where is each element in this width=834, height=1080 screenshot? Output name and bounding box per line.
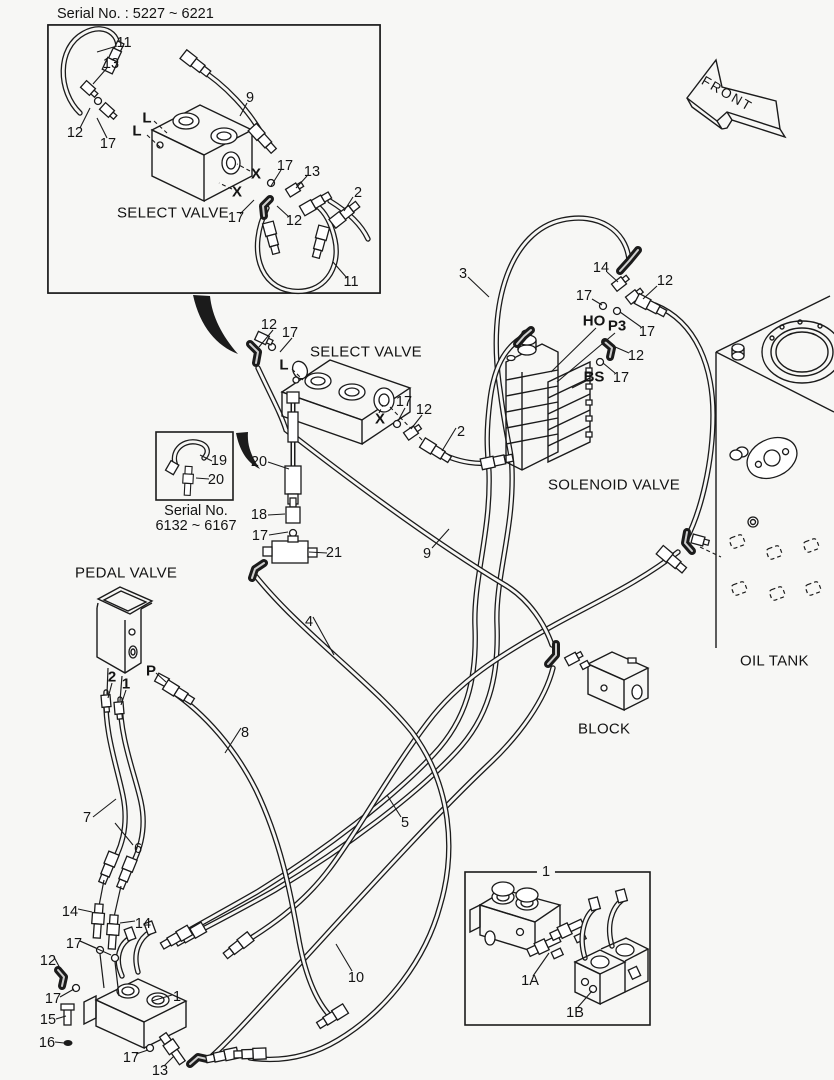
callout-18: 18	[250, 506, 268, 523]
callout-4: 4	[304, 613, 314, 630]
callout-17: 17	[251, 527, 269, 544]
rod-and-tee-assembly	[248, 391, 318, 582]
front-arrow	[686, 58, 787, 139]
callout-19: 19	[210, 452, 228, 469]
leader-lines	[53, 45, 658, 1067]
callout-9: 9	[422, 545, 432, 562]
callout-12: 12	[627, 347, 645, 364]
callout-7: 7	[82, 809, 92, 826]
solenoid-top-fittings	[595, 246, 669, 367]
callout-6: 6	[133, 840, 143, 857]
callout-12: 12	[66, 124, 84, 141]
serial-range-early: Serial No. : 5227 ~ 6221	[57, 5, 214, 22]
callout-16: 16	[38, 1034, 56, 1051]
callout-12: 12	[39, 952, 57, 969]
port-label-L: L	[142, 109, 152, 127]
callout-12: 12	[285, 212, 303, 229]
inset-select-valve-body	[150, 104, 254, 203]
callout-10: 10	[347, 969, 365, 986]
callout-8: 8	[240, 724, 250, 741]
callout-17: 17	[65, 935, 83, 952]
callout-15: 15	[39, 1011, 57, 1028]
callout-11: 11	[343, 273, 359, 290]
callout-13: 13	[303, 163, 321, 180]
port-label-HO: HO	[582, 312, 606, 330]
serial-range-mid-line1: Serial No.	[164, 502, 228, 519]
select-valve-label: SELECT VALVE	[310, 343, 422, 361]
callout-2: 2	[353, 184, 363, 201]
block-label: BLOCK	[578, 720, 631, 738]
oil-tank-drawing	[655, 295, 834, 648]
callout-17: 17	[122, 1049, 140, 1066]
port-label-P: P	[145, 662, 157, 680]
callout-1: 1	[536, 865, 556, 880]
callout-17: 17	[227, 209, 245, 226]
callout-17: 17	[638, 323, 656, 340]
callout-17: 17	[281, 324, 299, 341]
port-label-L: L	[279, 356, 289, 374]
callout-12: 12	[260, 316, 278, 333]
block-body	[544, 640, 650, 712]
callout-5: 5	[400, 814, 410, 831]
callout-12: 12	[415, 401, 433, 418]
callout-2: 2	[456, 423, 466, 440]
pedal-valve-label: PEDAL VALVE	[75, 564, 178, 582]
callout-1A: 1A	[521, 972, 539, 989]
pedal-valve-fittings	[96, 672, 197, 918]
callout-17: 17	[575, 287, 593, 304]
callout-20: 20	[207, 471, 225, 488]
port-label-X: X	[250, 165, 262, 183]
callout-17: 17	[395, 393, 413, 410]
bottom-valve-assembly	[54, 902, 350, 1068]
callout-17: 17	[44, 990, 62, 1007]
select-valve-body	[280, 359, 412, 445]
callout-13: 13	[151, 1062, 169, 1079]
pedal-valve-body	[96, 586, 154, 702]
callout-14: 14	[592, 259, 610, 276]
inset-early-serial	[47, 24, 381, 293]
inset-part1-detail	[464, 871, 651, 1026]
callout-1: 1	[172, 988, 182, 1005]
callout-13: 13	[102, 55, 120, 72]
solenoid-valve-body	[505, 326, 593, 471]
port-label-X: X	[231, 183, 243, 201]
port-label-2: 2	[107, 668, 117, 686]
inset-mid-serial	[155, 431, 234, 501]
oil-tank-label: OIL TANK	[740, 652, 809, 670]
callout-17: 17	[612, 369, 630, 386]
callout-14: 14	[134, 915, 152, 932]
port-label-L: L	[132, 122, 142, 140]
callout-3: 3	[458, 265, 468, 282]
callout-20: 20	[250, 453, 268, 470]
port-label-BS: BS	[583, 368, 605, 386]
callout-11: 11	[116, 34, 132, 51]
inset-pointer-arrow	[193, 295, 238, 354]
callout-21: 21	[325, 544, 343, 561]
port-label-1: 1	[121, 675, 131, 693]
port-label-P3: P3	[607, 317, 627, 335]
inset2-pointer-arrow	[236, 432, 260, 469]
solenoid-valve-label: SOLENOID VALVE	[548, 476, 681, 494]
port-label-X: X	[374, 410, 386, 428]
callout-1B: 1B	[566, 1004, 584, 1021]
select-valve-x-fittings	[389, 406, 515, 471]
callout-14: 14	[61, 903, 79, 920]
serial-range-mid-line2: 6132 ~ 6167	[155, 517, 237, 534]
callout-12: 12	[656, 272, 674, 289]
callout-17: 17	[99, 135, 117, 152]
select-valve-l-fittings	[246, 330, 277, 367]
callout-17: 17	[276, 157, 294, 174]
inset-select-valve-label: SELECT VALVE	[117, 204, 229, 222]
callout-9: 9	[245, 89, 255, 106]
